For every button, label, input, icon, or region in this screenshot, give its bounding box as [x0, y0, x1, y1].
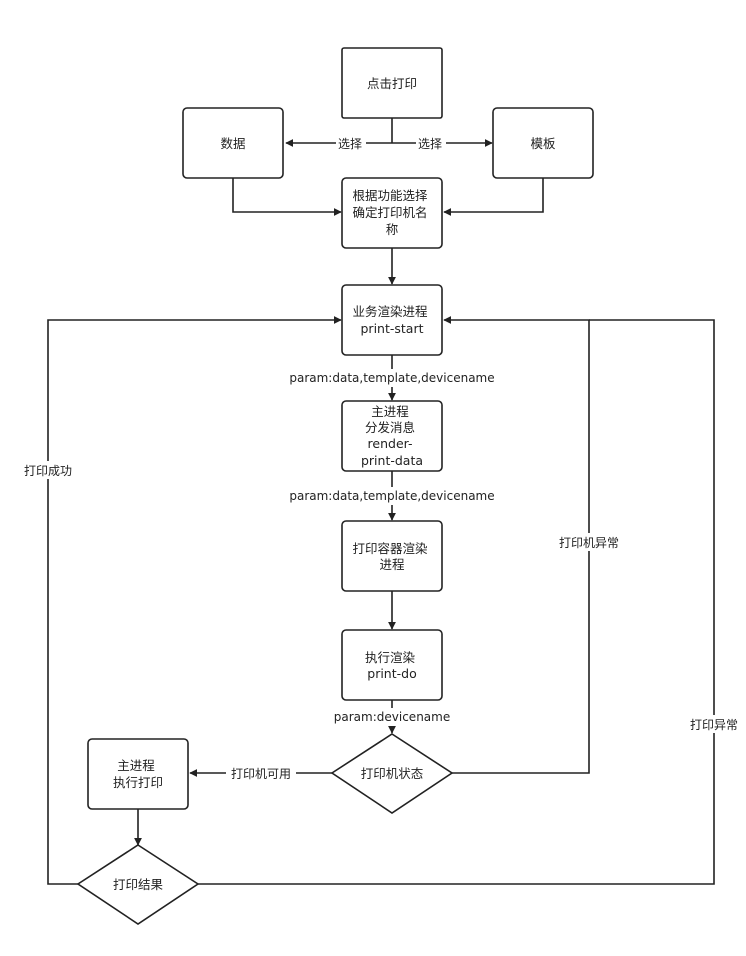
- node-main-exec-print-line-1: 主进程: [117, 758, 155, 773]
- edge-label-param-2: param:data,template,devicename: [289, 489, 494, 503]
- svg-text:根据功能选择 确定打印机名: 根据功能选择 确定打印机名 称: [353, 188, 432, 237]
- node-click-print-label: 点击打印: [367, 76, 417, 91]
- edges: [47, 118, 715, 885]
- svg-text:执行渲染 print-do: 执行渲染 print-do: [365, 650, 419, 681]
- svg-text:数据: 数据: [220, 136, 245, 151]
- node-determine-printer: 根据功能选择 确定打印机名 称: [341, 177, 443, 249]
- node-print-container-line-2: 进程: [379, 557, 405, 572]
- node-main-dispatch-line-4: print-data: [361, 453, 423, 468]
- node-main-dispatch: 主进程 分发消息 render- print-data: [341, 400, 443, 472]
- edge-result-error-loop: [198, 319, 715, 885]
- node-biz-render: 业务渲染进程 print-start: [341, 284, 443, 356]
- node-exec-render-line-2: print-do: [367, 666, 416, 681]
- edge-label-printer-available: 打印机可用: [231, 767, 291, 781]
- edge-label-select-right: 选择: [418, 137, 442, 151]
- edge-label-param-3: param:devicename: [334, 710, 450, 724]
- node-print-container: 打印容器渲染 进程: [341, 520, 443, 592]
- svg-text:打印容器渲染 进程: 打印容器渲染 进程: [353, 541, 432, 572]
- node-data-label: 数据: [220, 136, 245, 151]
- node-printer-status: 打印机状态: [330, 733, 454, 814]
- edge-label-print-error: 打印异常: [690, 718, 738, 732]
- node-template-label: 模板: [530, 136, 556, 151]
- node-main-dispatch-line-2: 分发消息: [365, 420, 415, 435]
- node-determine-printer-line-3: 称: [386, 222, 399, 237]
- node-template: 模板: [492, 107, 594, 179]
- node-print-result-label: 打印结果: [113, 877, 164, 892]
- node-main-exec-print: 主进程 执行打印: [87, 738, 189, 810]
- node-determine-printer-line-2: 确定打印机名: [353, 205, 428, 220]
- node-exec-render-line-1: 执行渲染: [365, 650, 416, 665]
- svg-text:业务渲染进程 print-start: 业务渲染进程 print-start: [353, 304, 432, 336]
- svg-text:主进程 分发消息 rende: 主进程 分发消息 render- print-data: [361, 404, 423, 468]
- node-print-container-line-1: 打印容器渲染: [353, 541, 429, 556]
- node-click-print: 点击打印: [341, 47, 443, 119]
- svg-text:主进程 执行打印: 主进程 执行打印: [113, 758, 163, 790]
- edge-label-printer-error: 打印机异常: [559, 536, 619, 550]
- node-biz-render-line-1: 业务渲染进程: [353, 304, 429, 319]
- edge-label-param-1: param:data,template,devicename: [289, 371, 494, 385]
- nodes: 点击打印 数据 模板 根据功能选择 确定打印机名 称: [76, 47, 594, 925]
- node-biz-render-line-2: print-start: [361, 321, 424, 336]
- svg-text:打印结果: 打印结果: [113, 877, 164, 892]
- node-main-exec-print-line-2: 执行打印: [113, 775, 163, 790]
- edge-data-to-determine: [232, 178, 342, 216]
- node-determine-printer-line-1: 根据功能选择: [353, 188, 429, 203]
- node-exec-render: 执行渲染 print-do: [341, 629, 443, 701]
- node-data: 数据: [182, 107, 284, 179]
- node-main-dispatch-line-1: 主进程: [371, 404, 409, 419]
- edge-labels: 选择 选择 param:data,template,devicename par…: [20, 134, 742, 782]
- svg-text:打印机状态: 打印机状态: [361, 766, 424, 781]
- node-printer-status-label: 打印机状态: [361, 766, 424, 781]
- node-main-dispatch-line-3: render-: [368, 436, 413, 451]
- edge-template-to-determine: [443, 178, 544, 216]
- edge-label-print-success: 打印成功: [24, 464, 72, 478]
- svg-text:点击打印: 点击打印: [367, 76, 417, 91]
- edge-label-select-left: 选择: [338, 137, 362, 151]
- edge-result-success-loop: [47, 316, 342, 885]
- svg-text:模板: 模板: [530, 136, 556, 151]
- node-print-result: 打印结果: [76, 844, 200, 925]
